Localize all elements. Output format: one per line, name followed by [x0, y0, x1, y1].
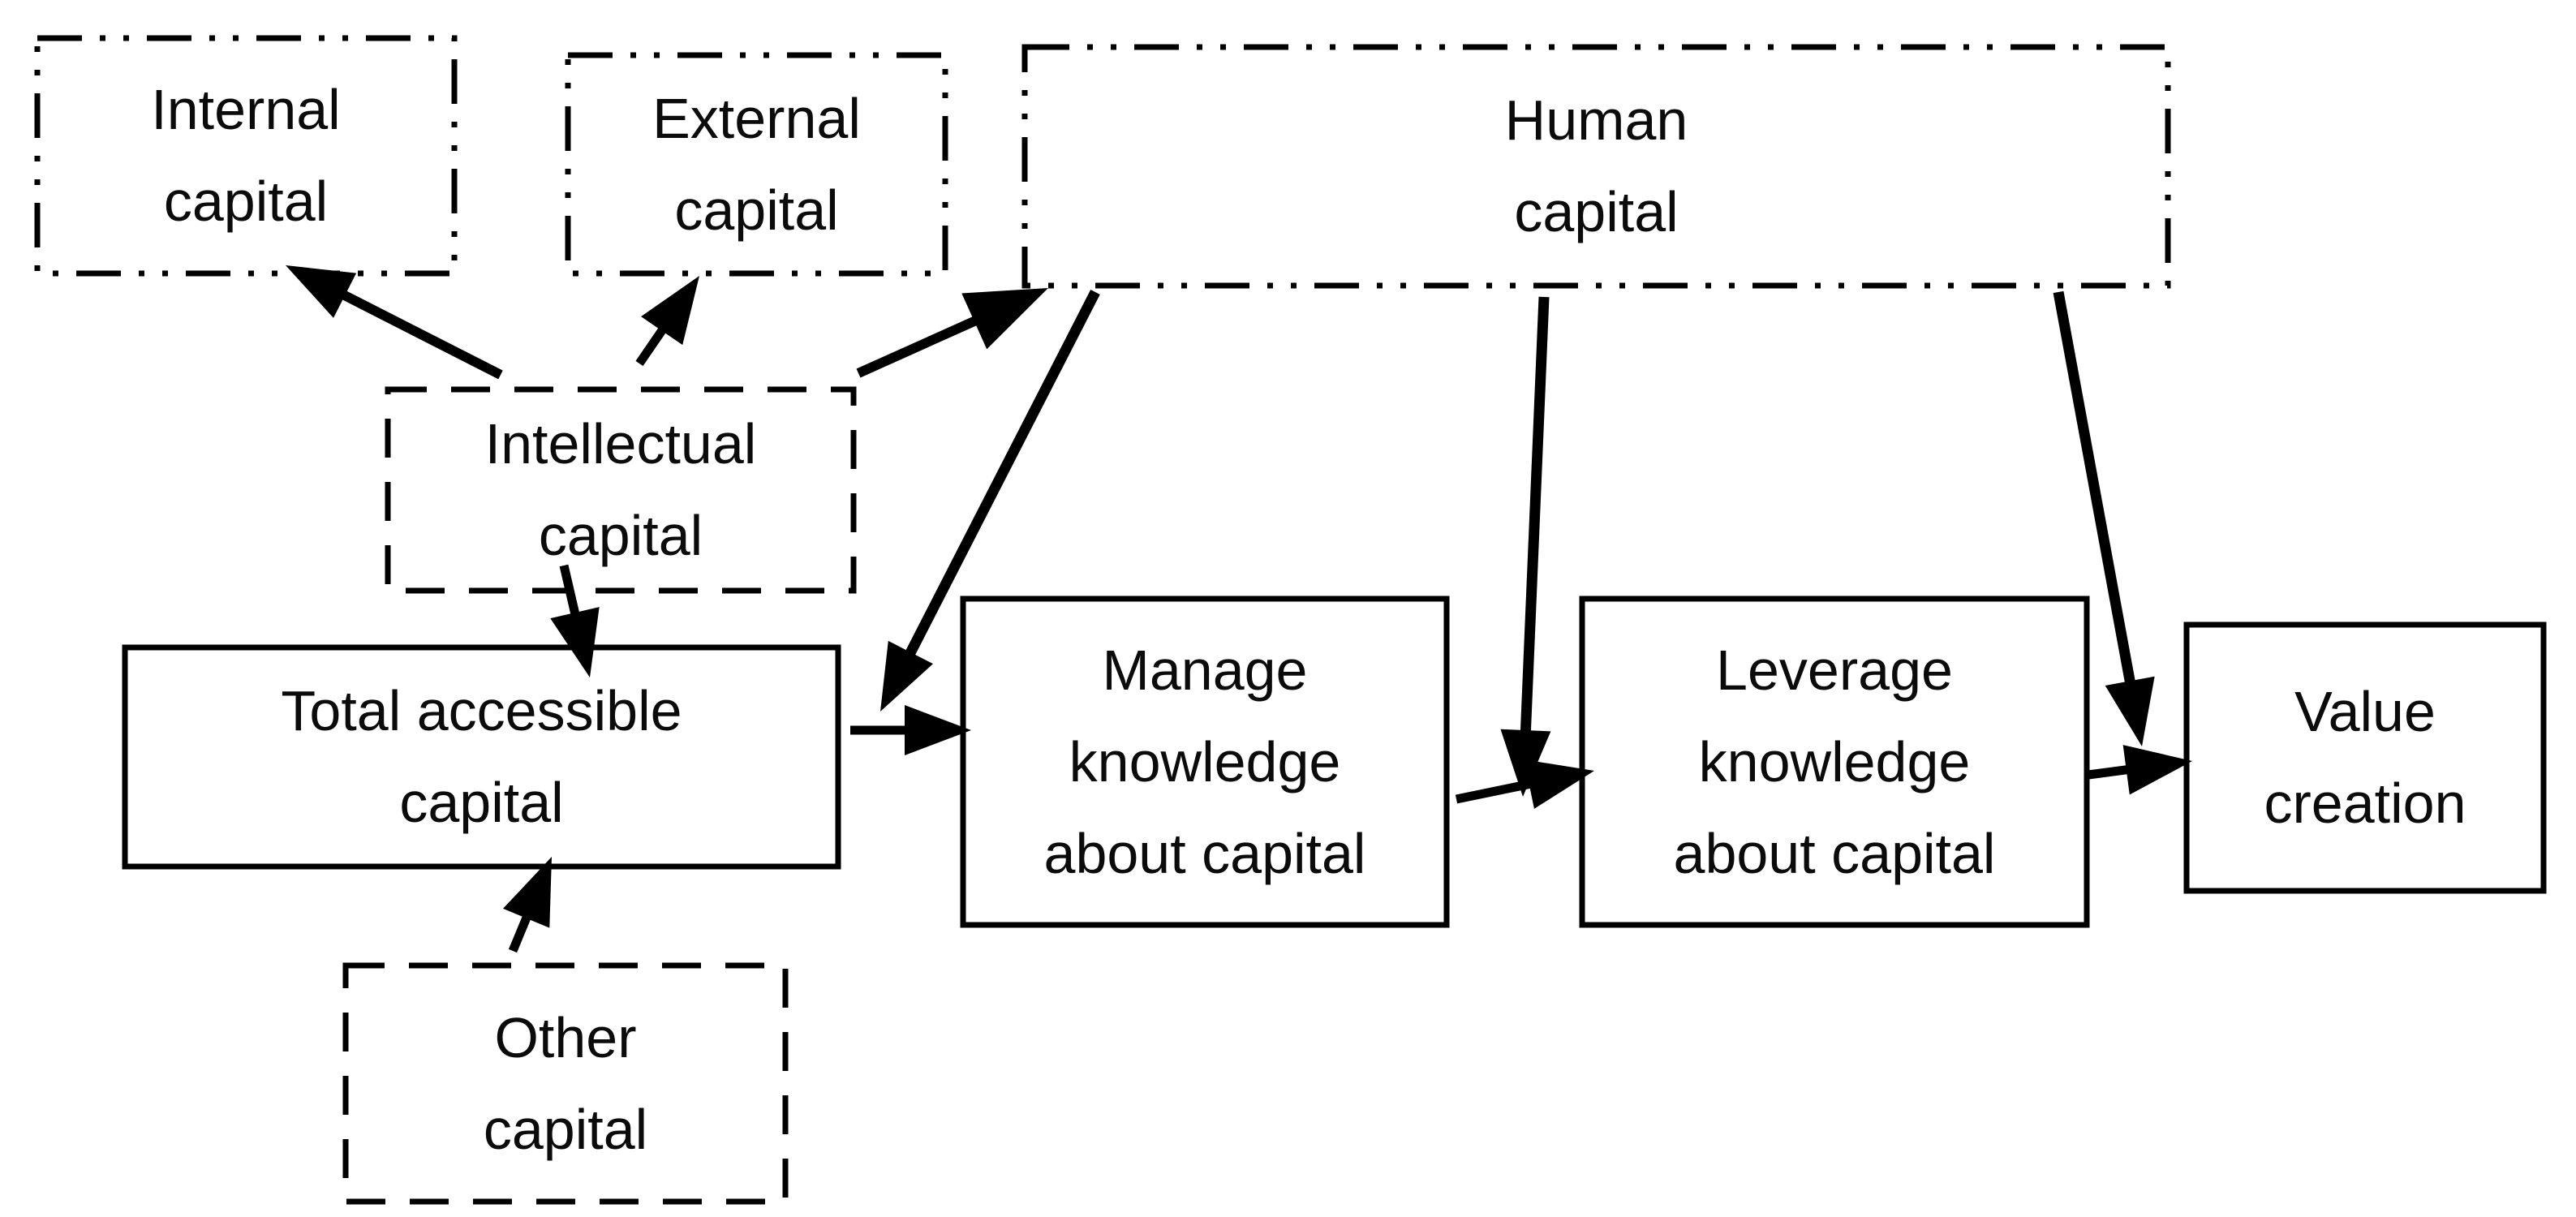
internal-capital-box-border — [34, 35, 458, 277]
arrow-intellectual-to-external-head — [641, 276, 699, 346]
total-accessible-capital-box-border — [122, 644, 841, 870]
intellectual-capital-box-border — [385, 386, 857, 594]
arrow-manage-to-leverage — [1455, 759, 1594, 809]
arrow-intellectual-to-human-head — [961, 288, 1048, 350]
arrow-intellectual-to-total — [550, 564, 600, 677]
arrow-human-to-value-gap — [2053, 290, 2155, 746]
external-capital-box-border — [565, 52, 948, 277]
arrow-intellectual-to-external — [635, 276, 699, 367]
arrow-human-to-value-gap-head — [2105, 676, 2155, 746]
arrow-human-to-manage-gap — [880, 290, 1100, 712]
leverage-knowledge-box-border — [1579, 596, 2090, 928]
arrow-leverage-to-value-head — [2122, 745, 2192, 795]
arrow-other-to-total — [503, 857, 552, 953]
arrow-human-to-leverage-gap-shaft — [1519, 296, 1550, 755]
arrow-intellectual-to-internal-head — [286, 265, 357, 318]
value-creation-box-border — [2183, 621, 2547, 894]
manage-knowledge-box-border — [960, 596, 1450, 928]
arrow-leverage-to-value — [2088, 745, 2192, 795]
arrow-manage-to-leverage-head — [1524, 759, 1594, 809]
human-capital-box-border — [1021, 44, 2171, 289]
arrow-intellectual-to-internal — [286, 265, 503, 380]
arrow-intellectual-to-internal-shaft — [321, 280, 503, 380]
arrow-human-to-value-gap-shaft — [2053, 290, 2139, 705]
arrow-intellectual-to-total-head — [550, 607, 600, 677]
arrow-intellectual-to-human — [856, 288, 1048, 378]
arrow-other-to-total-head — [503, 857, 552, 928]
other-capital-box-border — [342, 962, 789, 1205]
arrow-human-to-manage-gap-shaft — [895, 290, 1100, 676]
arrow-human-to-manage-gap-head — [880, 640, 933, 712]
arrow-human-to-leverage-gap — [1500, 296, 1551, 797]
arrow-total-to-manage — [850, 705, 971, 755]
arrow-total-to-manage-head — [905, 705, 971, 755]
